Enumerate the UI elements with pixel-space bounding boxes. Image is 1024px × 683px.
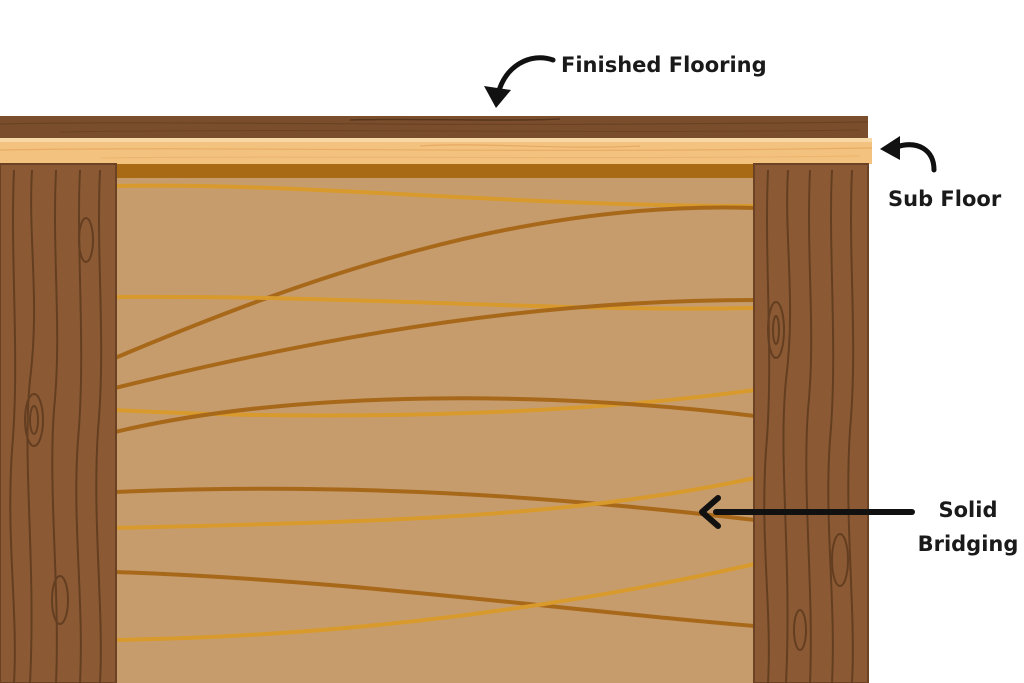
finished-flooring-arrowhead (484, 86, 511, 108)
sub-floor-arrowhead (880, 136, 900, 160)
sub-floor-label: Sub Floor (888, 187, 1002, 211)
finished-flooring-arrow (495, 55, 556, 97)
solid-bridging-label: Solid Bridging (913, 493, 1023, 561)
right-joist (753, 163, 869, 683)
solid-bridging-label-line1: Solid (938, 498, 998, 522)
finished-flooring-label: Finished Flooring (561, 53, 767, 77)
solid-bridging-block (114, 164, 756, 683)
solid-bridging-label-line2: Bridging (917, 532, 1019, 556)
left-joist (0, 163, 117, 683)
finished-flooring-board (0, 116, 869, 138)
sub-floor-arrow (893, 142, 937, 173)
solid-bridging-arrowhead (699, 495, 721, 529)
sub-floor-board (0, 138, 873, 164)
